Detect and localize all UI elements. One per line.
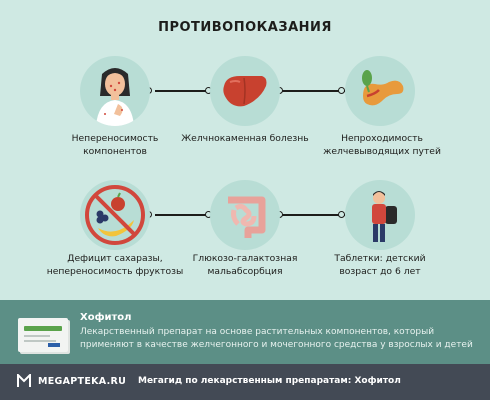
connector-dot xyxy=(338,87,345,94)
contraindication-label: Непереносимость компонентов xyxy=(71,133,159,157)
connector-line xyxy=(155,214,211,216)
product-name: Хофитол xyxy=(80,312,132,323)
brand-name[interactable]: MEGAPTEKA.RU xyxy=(38,376,127,387)
product-panel xyxy=(0,300,490,364)
page-title: ПРОТИВОПОКАЗАНИЯ xyxy=(158,20,332,35)
schoolboy-icon xyxy=(345,180,415,250)
connector-line xyxy=(279,90,345,92)
connector-line xyxy=(279,214,345,216)
footer-text: Мегагид по лекарственным препаратам: Хоф… xyxy=(138,376,401,386)
medicine-box-icon xyxy=(18,318,68,352)
allergic-woman-icon xyxy=(80,56,150,126)
contraindication-label: Глюкозо-галактозная мальабсорбция xyxy=(192,253,298,277)
connector-dot xyxy=(338,211,345,218)
contraindication-label: Желчнокаменная болезнь xyxy=(181,133,309,144)
contraindication-label: Дефицит сахаразы, непереносимость фрукто… xyxy=(46,253,184,277)
brand-logo-icon xyxy=(17,374,31,387)
product-description: Лекарственный препарат на основе растите… xyxy=(80,327,473,350)
gallbladder-icon xyxy=(345,56,415,126)
connector-line xyxy=(155,90,211,92)
liver-icon xyxy=(210,56,280,126)
intestine-icon xyxy=(210,180,280,250)
contraindication-label: Непроходимость желчевыводящих путей xyxy=(323,133,441,157)
no-fruit-icon xyxy=(80,180,150,250)
footer-bar xyxy=(0,364,490,400)
contraindication-label: Таблетки: детский возраст до 6 лет xyxy=(334,253,426,277)
